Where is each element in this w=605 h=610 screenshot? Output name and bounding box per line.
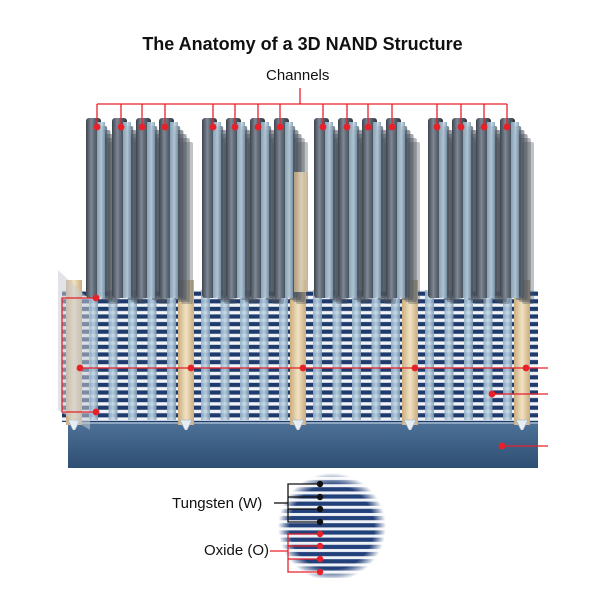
- embedded-channel: [352, 290, 361, 420]
- oxide-callout: [270, 533, 320, 573]
- embedded-channel: [444, 290, 454, 420]
- side-callout-dots: [76, 294, 530, 450]
- channel-callout-dot: [231, 123, 239, 131]
- trench-slit: [514, 280, 530, 425]
- channel-callout-dot: [254, 123, 262, 131]
- channel-callout-dot: [209, 123, 217, 131]
- channels-callout-dots: [93, 123, 511, 131]
- trench-notch: [515, 419, 529, 430]
- embedded-channel: [332, 290, 342, 420]
- embedded-channel: [89, 290, 98, 420]
- channel-liner: [373, 122, 381, 298]
- channel-liner: [213, 122, 221, 298]
- channel-liner: [285, 122, 293, 298]
- cutaway-wedge: [58, 270, 90, 430]
- embedded-channel: [128, 290, 137, 420]
- channel-liner: [349, 122, 357, 298]
- channel-liner: [439, 122, 447, 298]
- channel-callout-dot: [138, 123, 146, 131]
- trench-notch: [291, 419, 305, 430]
- embedded-channel: [220, 290, 230, 420]
- layer-stack: [62, 280, 538, 430]
- channel-callout-dot: [388, 123, 396, 131]
- channel-callout-dot: [117, 123, 125, 131]
- embedded-channel: [425, 290, 434, 420]
- embedded-channel: [391, 290, 400, 420]
- channels-label: Channels: [266, 67, 330, 84]
- substrate: [68, 418, 538, 468]
- channel-liner: [487, 122, 495, 298]
- channel-liner: [261, 122, 269, 298]
- channel-liner: [237, 122, 245, 298]
- channel-liner: [325, 122, 333, 298]
- trench-notch: [403, 419, 417, 430]
- channel-callout-dot: [161, 123, 169, 131]
- trench-slit: [178, 280, 194, 425]
- trench-slit: [290, 280, 306, 425]
- channel-liner: [97, 122, 105, 298]
- trench-notch: [179, 419, 193, 430]
- channel-callout-dot: [319, 123, 327, 131]
- embedded-channel: [313, 290, 322, 420]
- channel-callout-dot: [433, 123, 441, 131]
- channel-pillars: [86, 118, 534, 304]
- channels-callout: [96, 88, 508, 127]
- channel-liner: [123, 122, 131, 298]
- embedded-channel: [464, 290, 473, 420]
- channel-callout-dot: [276, 123, 284, 131]
- embedded-channel: [201, 290, 210, 420]
- channel-liner: [147, 122, 155, 298]
- tungsten-dots: [316, 480, 324, 526]
- layer-zoom-circle: [276, 470, 388, 585]
- channel-liner: [170, 122, 178, 298]
- embedded-channel: [503, 290, 512, 420]
- channel-callout-dot: [503, 123, 511, 131]
- channel-liner: [511, 122, 519, 298]
- channel-liner: [397, 122, 405, 298]
- trench-slit: [402, 280, 418, 425]
- channel-callout-dot: [457, 123, 465, 131]
- embedded-channel: [108, 290, 118, 420]
- channel-callout-dot: [480, 123, 488, 131]
- channel-callout-dot: [343, 123, 351, 131]
- embedded-channel: [167, 290, 176, 420]
- embedded-channel: [147, 290, 157, 420]
- center-trench: [294, 172, 308, 292]
- tungsten-callout: [274, 483, 320, 523]
- diagram-title: The Anatomy of a 3D NAND Structure: [142, 34, 463, 54]
- embedded-channel: [259, 290, 269, 420]
- embedded-channel: [279, 290, 288, 420]
- oxide-dots: [316, 530, 324, 576]
- side-callouts: [61, 297, 548, 447]
- embedded-channel: [240, 290, 249, 420]
- channel-callout-dot: [364, 123, 372, 131]
- channel-callout-dot: [93, 123, 101, 131]
- embedded-channel: [483, 290, 493, 420]
- tungsten-label: Tungsten (W): [172, 495, 263, 512]
- oxide-label: Oxide (O): [204, 542, 270, 559]
- embedded-channel: [371, 290, 381, 420]
- channel-liner: [463, 122, 471, 298]
